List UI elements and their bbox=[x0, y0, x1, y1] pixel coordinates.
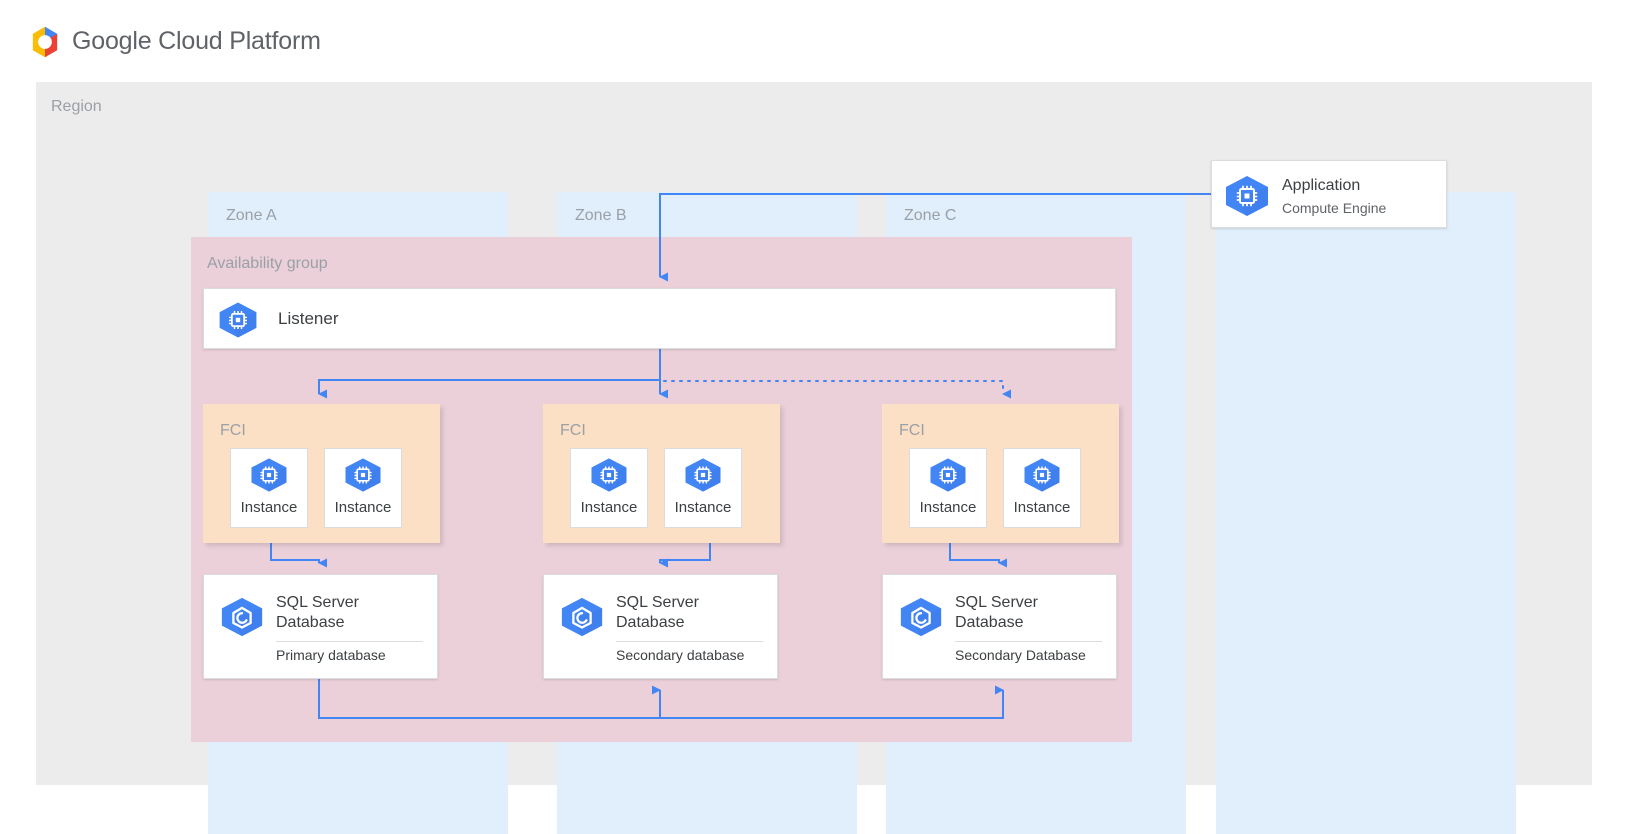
database-title: SQL Server Database bbox=[616, 594, 699, 631]
instance-card[interactable]: Instance bbox=[664, 448, 742, 528]
fci-c-label: FCI bbox=[899, 422, 925, 439]
instance-card[interactable]: Instance bbox=[1003, 448, 1081, 528]
listener-card[interactable]: Listener bbox=[203, 288, 1116, 349]
instance-label: Instance bbox=[1013, 499, 1071, 516]
compute-engine-icon bbox=[928, 457, 968, 498]
zone-a-label: Zone A bbox=[226, 207, 277, 224]
sql-server-database-icon bbox=[898, 596, 944, 643]
database-divider bbox=[955, 641, 1102, 642]
instance-label: Instance bbox=[580, 499, 638, 516]
availability-group-label: Availability group bbox=[207, 255, 328, 272]
zone-d-container: Zone D bbox=[1216, 192, 1516, 834]
database-role: Secondary database bbox=[616, 647, 745, 663]
sql-database-card-primary[interactable]: SQL Server Database Primary database bbox=[203, 574, 438, 679]
compute-engine-icon bbox=[217, 301, 259, 344]
application-title: Application bbox=[1282, 177, 1361, 194]
sql-database-card-secondary-b[interactable]: SQL Server Database Secondary database bbox=[543, 574, 778, 679]
zone-c-label: Zone C bbox=[904, 207, 957, 224]
database-divider bbox=[616, 641, 763, 642]
fci-group-c: FCI Instance bbox=[882, 404, 1119, 543]
instance-label: Instance bbox=[334, 499, 392, 516]
zone-b-label: Zone B bbox=[575, 207, 627, 224]
sql-server-database-icon bbox=[559, 596, 605, 643]
application-subtitle: Compute Engine bbox=[1282, 200, 1387, 216]
page-title: Google Cloud Platform bbox=[72, 27, 321, 56]
fci-b-label: FCI bbox=[560, 422, 586, 439]
instance-label: Instance bbox=[919, 499, 977, 516]
instance-card[interactable]: Instance bbox=[324, 448, 402, 528]
region-label: Region bbox=[51, 98, 102, 115]
database-title: SQL Server Database bbox=[276, 594, 359, 631]
compute-engine-icon bbox=[683, 457, 723, 498]
database-title: SQL Server Database bbox=[955, 594, 1038, 631]
database-role: Primary database bbox=[276, 647, 386, 663]
application-card[interactable]: Application Compute Engine bbox=[1211, 160, 1447, 228]
compute-engine-icon bbox=[249, 457, 289, 498]
google-cloud-hexagon-logo-icon bbox=[27, 24, 63, 60]
brand-suffix: Cloud Platform bbox=[151, 27, 321, 55]
instance-card[interactable]: Instance bbox=[230, 448, 308, 528]
instance-label: Instance bbox=[240, 499, 298, 516]
fci-group-b: FCI Instance bbox=[543, 404, 780, 543]
listener-title: Listener bbox=[278, 309, 339, 328]
compute-engine-icon bbox=[589, 457, 629, 498]
instance-card[interactable]: Instance bbox=[909, 448, 987, 528]
compute-engine-icon bbox=[1223, 175, 1271, 222]
brand-google: Google bbox=[72, 27, 152, 55]
compute-engine-icon bbox=[343, 457, 383, 498]
fci-group-a: FCI Instance bbox=[203, 404, 440, 543]
instance-label: Instance bbox=[674, 499, 732, 516]
fci-a-label: FCI bbox=[220, 422, 246, 439]
compute-engine-icon bbox=[1022, 457, 1062, 498]
page-header: Google Cloud Platform bbox=[0, 0, 1628, 82]
database-role: Secondary Database bbox=[955, 647, 1086, 663]
instance-card[interactable]: Instance bbox=[570, 448, 648, 528]
sql-server-database-icon bbox=[219, 596, 265, 643]
database-divider bbox=[276, 641, 423, 642]
sql-database-card-secondary-c[interactable]: SQL Server Database Secondary Database bbox=[882, 574, 1117, 679]
